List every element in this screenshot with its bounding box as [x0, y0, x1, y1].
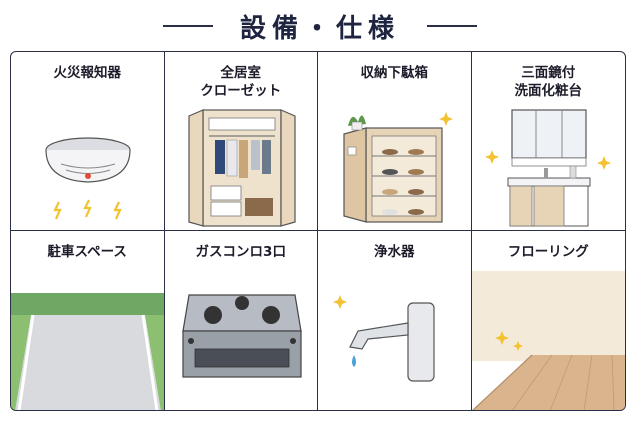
feature-card-shoe-cabinet: 収納下駄箱	[318, 52, 472, 231]
feature-card-closet: 全居室 クローゼット	[164, 52, 318, 231]
feature-card-vanity: 三面鏡付 洗面化粧台	[471, 52, 625, 231]
shoe-cabinet-icon	[343, 112, 453, 223]
feature-card-parking-space: 駐車スペース	[11, 231, 165, 410]
page-title: 設備・仕様	[239, 14, 400, 44]
parking-space-icon	[11, 293, 164, 410]
feature-card-gas-stove: ガスコンロ3口	[165, 231, 318, 410]
header-rule-right	[427, 25, 477, 27]
feature-label: 三面鏡付 洗面化粧台	[514, 65, 583, 99]
section-header: 設備・仕様	[0, 0, 640, 48]
feature-label: 全居室 クローゼット	[200, 65, 282, 99]
feature-label: 駐車スペース	[47, 244, 127, 260]
feature-label: フローリング	[507, 244, 589, 260]
feature-label: ガスコンロ3口	[195, 244, 286, 260]
feature-card-water-purifier: 浄水器	[318, 231, 472, 410]
feature-card-smoke-detector: 火災報知器	[11, 52, 165, 231]
water-purifier-faucet-icon	[333, 295, 435, 382]
feature-label: 収納下駄箱	[360, 65, 429, 81]
header-rule-left	[163, 25, 213, 27]
gas-stove-icon	[181, 294, 302, 378]
feature-label: 火災報知器	[53, 65, 122, 81]
closet-icon	[187, 109, 296, 227]
features-grid: 火災報知器 全居室 クローゼット	[10, 51, 626, 411]
vanity-mirror-icon	[484, 109, 611, 227]
feature-label: 浄水器	[374, 244, 415, 260]
feature-card-flooring: フローリング	[471, 231, 625, 410]
smoke-detector-icon	[45, 137, 131, 220]
flooring-icon	[471, 271, 625, 410]
